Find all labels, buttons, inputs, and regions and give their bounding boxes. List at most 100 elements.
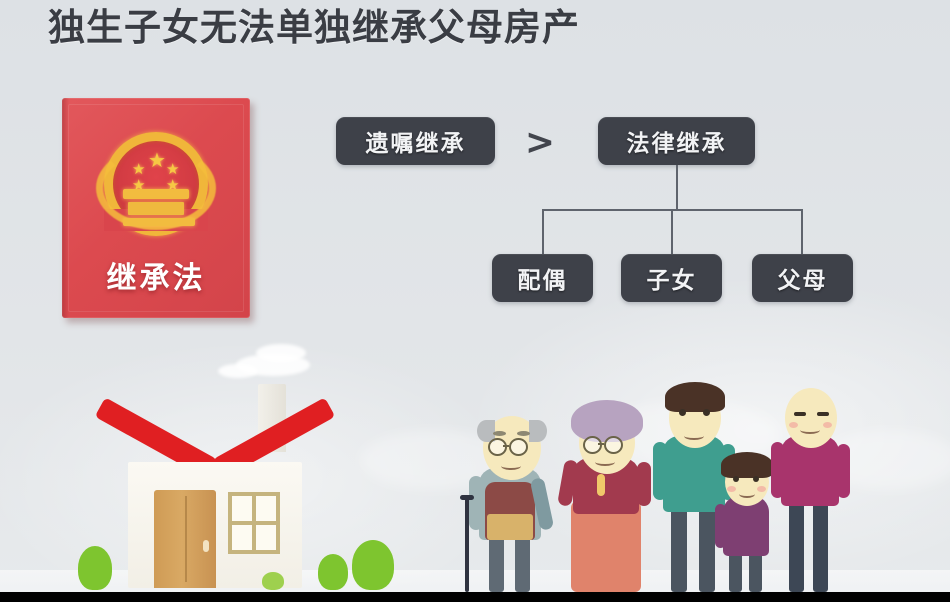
- flow-node-legal-inheritance[interactable]: 法律继承: [598, 117, 755, 165]
- cheek-blush: [757, 486, 766, 492]
- connector-stem: [676, 165, 678, 211]
- emblem-star: ★: [148, 148, 166, 172]
- page-title: 独生子女无法单独继承父母房产: [48, 6, 580, 49]
- leg: [729, 550, 742, 592]
- sweater-pattern: [487, 514, 533, 540]
- flow-node-label: 遗嘱继承: [365, 131, 466, 157]
- connector-to-spouse: [542, 209, 544, 254]
- mouth: [739, 490, 755, 498]
- necklace: [597, 474, 605, 496]
- house-illustration: [94, 344, 336, 588]
- book-inner-border: [68, 104, 244, 312]
- emblem-stars: ★ ★ ★ ★ ★: [104, 132, 208, 236]
- arm-left: [715, 504, 726, 548]
- connector-to-child: [671, 209, 673, 254]
- front-door: [154, 490, 216, 588]
- glasses-icon: [488, 438, 536, 456]
- gate-roof: [123, 189, 189, 199]
- gate-base: [123, 218, 195, 226]
- bottom-letterbox-bar: [0, 592, 950, 602]
- chimney-smoke: [218, 364, 258, 378]
- walking-cane: [465, 496, 469, 592]
- bush: [262, 572, 284, 590]
- hair: [665, 382, 725, 412]
- arm-right: [637, 462, 651, 506]
- house-walls: [128, 462, 302, 588]
- emblem-star: ★: [166, 160, 180, 178]
- eye: [817, 412, 829, 416]
- bush: [352, 540, 394, 590]
- flow-node-label: 父母: [777, 268, 828, 294]
- door-knob: [203, 540, 209, 552]
- flow-node-child[interactable]: 子女: [621, 254, 722, 302]
- arm-left: [653, 442, 667, 500]
- leg: [813, 498, 828, 592]
- bush: [318, 554, 348, 590]
- flow-node-spouse[interactable]: 配偶: [492, 254, 593, 302]
- arm-left: [771, 442, 784, 498]
- flow-node-label: 子女: [646, 268, 697, 294]
- china-national-emblem-icon: ★ ★ ★ ★ ★: [96, 132, 216, 236]
- glasses-lens: [583, 436, 602, 454]
- hair: [571, 400, 643, 442]
- leg: [515, 532, 530, 592]
- torso-shirt: [663, 436, 725, 512]
- cheek-blush: [823, 422, 832, 428]
- mouth: [684, 432, 704, 440]
- cane-handle: [460, 495, 474, 500]
- hair: [721, 452, 773, 478]
- flow-node-parent[interactable]: 父母: [752, 254, 853, 302]
- eye: [733, 476, 739, 482]
- gate-body: [128, 202, 184, 215]
- greater-than-icon: >: [524, 121, 556, 163]
- emblem-wheat: [96, 146, 216, 230]
- flow-node-label: 配偶: [517, 268, 568, 294]
- eye: [794, 412, 806, 416]
- eyebrow: [517, 431, 530, 436]
- cheek-blush: [727, 486, 736, 492]
- hair: [529, 420, 547, 442]
- emblem-star: ★: [132, 176, 146, 194]
- arm-right: [837, 444, 850, 498]
- glasses-icon: [583, 436, 631, 454]
- glasses-bridge: [598, 443, 604, 445]
- book-spine: [62, 98, 69, 318]
- family-member-mother: [767, 364, 855, 592]
- glasses-lens: [509, 438, 528, 456]
- mouth: [501, 462, 521, 470]
- emblem-tiananmen-gate: [123, 189, 195, 226]
- hair: [477, 420, 495, 442]
- mouth: [595, 458, 615, 466]
- leg: [671, 504, 687, 592]
- eye: [679, 409, 686, 416]
- family-member-grandfather: [460, 377, 563, 592]
- glasses-bridge: [503, 445, 509, 447]
- chimney-smoke: [256, 344, 306, 362]
- eye: [753, 476, 759, 482]
- flow-node-label: 法律继承: [626, 131, 727, 157]
- connector-to-parent: [801, 209, 803, 254]
- house-window: [228, 492, 280, 554]
- glasses-lens: [604, 436, 623, 454]
- leg: [699, 504, 715, 592]
- mouth: [800, 426, 820, 434]
- family-illustration: [455, 342, 855, 592]
- arm-left: [469, 476, 483, 530]
- flow-node-will-inheritance[interactable]: 遗嘱继承: [336, 117, 495, 165]
- eyebrow: [493, 431, 506, 436]
- leg: [749, 550, 762, 592]
- emblem-star: ★: [166, 176, 180, 194]
- leg: [789, 498, 804, 592]
- head: [785, 388, 837, 448]
- bush: [78, 546, 112, 590]
- emblem-star: ★: [132, 160, 146, 178]
- inheritance-law-book: ★ ★ ★ ★ ★ 继承法: [62, 98, 250, 318]
- roof: [94, 396, 336, 479]
- book-title: 继承法: [106, 261, 206, 296]
- cheek-blush: [789, 422, 798, 428]
- skirt: [571, 500, 641, 592]
- glasses-lens: [488, 438, 507, 456]
- leg: [489, 532, 504, 592]
- torso-shirt: [723, 496, 769, 556]
